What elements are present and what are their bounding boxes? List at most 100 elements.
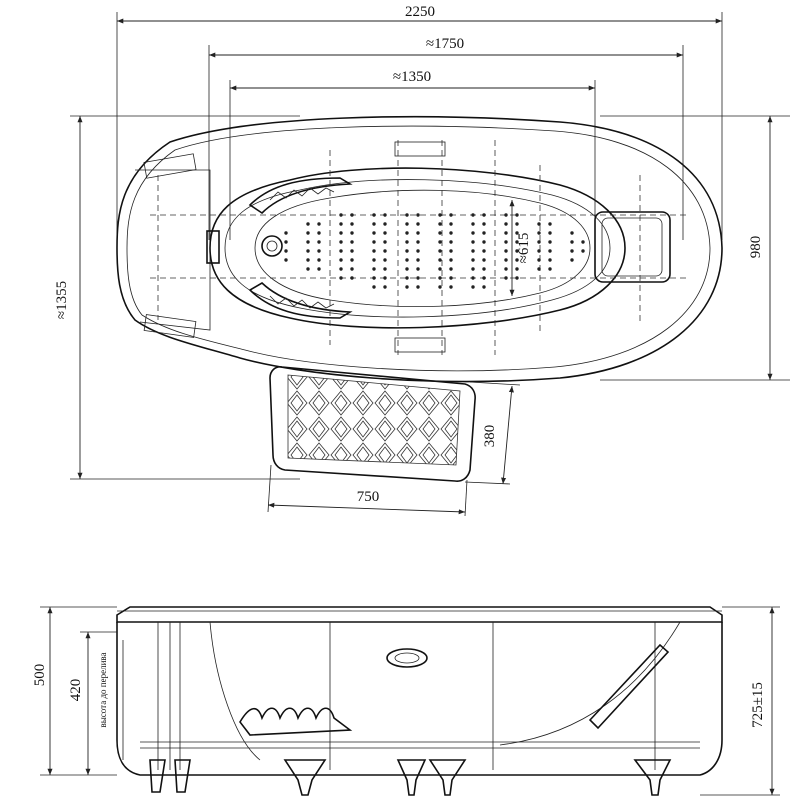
air-jet-hole [438,249,442,253]
dim-overflow-height: 420 высота до перелива [68,631,117,775]
air-jet-hole [383,213,387,217]
air-jet-hole [537,231,541,235]
air-jet-hole [350,240,354,244]
air-jet-hole [284,258,288,262]
air-jet-hole [504,231,508,235]
air-jet-hole [471,285,475,289]
label-height: 500 [32,664,48,687]
bowl-outline [209,167,626,329]
handle-bottom [248,282,353,319]
air-jet-hole [548,267,552,271]
air-jet-hole [515,240,519,244]
bowl-floor [254,189,591,308]
tub-outer-shell [116,115,723,383]
air-jet-hole [405,231,409,235]
air-jet-hole [372,222,376,226]
air-jets [284,213,585,289]
dim-inner-length: ≈1750 [208,36,684,240]
bowl-inner [224,179,611,318]
air-jet-hole [372,240,376,244]
side-rim [116,606,723,623]
air-jet-hole [438,276,442,280]
air-jet-hole [482,249,486,253]
air-jet-hole [284,249,288,253]
air-jet-hole [339,258,343,262]
air-jet-hole [306,222,310,226]
air-jet-hole [339,267,343,271]
air-jet-hole [372,231,376,235]
air-jet-hole [482,222,486,226]
air-jet-hole [504,258,508,262]
air-jet-hole [548,222,552,226]
air-jet-hole [405,213,409,217]
air-jet-hole [383,258,387,262]
left-platform [135,169,211,331]
air-jet-hole [350,222,354,226]
air-jet-hole [416,276,420,280]
air-jet-hole [405,222,409,226]
air-jet-hole [471,213,475,217]
air-jet-hole [581,240,585,244]
air-jet-hole [482,240,486,244]
air-jet-hole [284,240,288,244]
air-jet-hole [339,231,343,235]
air-jet-hole [504,240,508,244]
label-leg-height: 725±15 [750,682,766,728]
left-corner-plate-top [143,153,197,179]
air-jet-hole [405,258,409,262]
air-jet-hole [317,258,321,262]
air-jet-hole [482,213,486,217]
support-frame [150,140,690,355]
air-jet-hole [350,276,354,280]
dim-height: 500 [32,606,117,776]
dim-step-depth: 380 [464,381,521,485]
air-jet-hole [515,276,519,280]
air-jet-hole [317,267,321,271]
overflow-fitting [386,648,428,668]
air-jet-hole [383,267,387,271]
air-jet-hole [570,240,574,244]
side-headrest [588,643,670,730]
air-jet-hole [416,249,420,253]
air-jet-hole [471,258,475,262]
air-jet-hole [405,276,409,280]
label-step-depth: 380 [482,425,498,448]
air-jet-hole [339,240,343,244]
air-jet-hole [405,285,409,289]
air-jet-hole [383,276,387,280]
top-view: 2250 ≈1750 ≈1350 ≈1355 980 [54,4,790,517]
air-jet-hole [449,213,453,217]
air-jet-hole [306,231,310,235]
air-jet-hole [339,222,343,226]
air-jet-hole [350,267,354,271]
air-jet-hole [548,231,552,235]
label-step-width: 750 [357,489,380,505]
air-jet-hole [416,240,420,244]
dim-overall-width: ≈1355 [54,115,300,480]
air-jet-hole [570,258,574,262]
air-jet-hole [515,267,519,271]
air-jet-hole [515,249,519,253]
air-jet-hole [383,285,387,289]
air-jet-hole [438,231,442,235]
label-overflow-note: высота до перелива [98,652,108,727]
air-jet-hole [515,222,519,226]
air-jet-hole [449,222,453,226]
air-jet-hole [504,213,508,217]
frame-plate-bottom [394,337,446,353]
air-jet-hole [482,267,486,271]
air-jet-hole [317,222,321,226]
air-jet-hole [438,285,442,289]
air-jet-hole [317,249,321,253]
air-jet-hole [372,276,376,280]
air-jet-hole [306,240,310,244]
air-jet-hole [306,258,310,262]
air-jet-hole [339,276,343,280]
air-jet-hole [438,267,442,271]
air-jet-hole [383,222,387,226]
frame-plate-top [394,141,446,157]
air-jet-hole [438,240,442,244]
air-jet-hole [383,240,387,244]
air-jet-hole [482,276,486,280]
